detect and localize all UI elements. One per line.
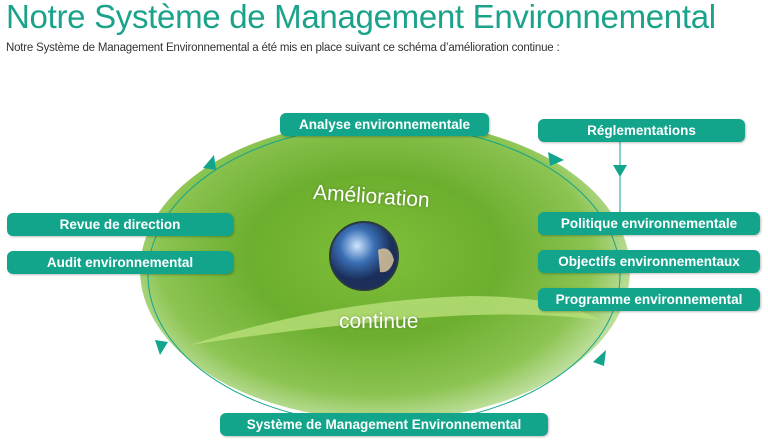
earth-drop: [329, 221, 399, 291]
arrow-icon: [155, 340, 168, 355]
box-reglementations: Réglementations: [538, 119, 745, 142]
box-politique: Politique environnementale: [538, 212, 760, 235]
box-sme: Système de Management Environnemental: [220, 413, 548, 436]
page-subtitle: Notre Système de Management Environnemen…: [6, 42, 560, 54]
box-revue: Revue de direction: [7, 213, 233, 236]
center-text-bottom: continue: [339, 310, 419, 333]
page-title: Notre Système de Management Environnemen…: [6, 0, 716, 35]
arrow-icon: [593, 350, 606, 366]
box-programme: Programme environnemental: [538, 288, 760, 311]
leaf: [190, 296, 600, 345]
box-analyse: Analyse environnementale: [280, 113, 489, 136]
box-audit: Audit environnemental: [7, 251, 233, 274]
box-objectifs: Objectifs environnementaux: [538, 250, 760, 273]
arrow-icon: [548, 152, 564, 166]
arrow-icon: [203, 155, 216, 170]
arrow-down-icon: [613, 165, 627, 177]
